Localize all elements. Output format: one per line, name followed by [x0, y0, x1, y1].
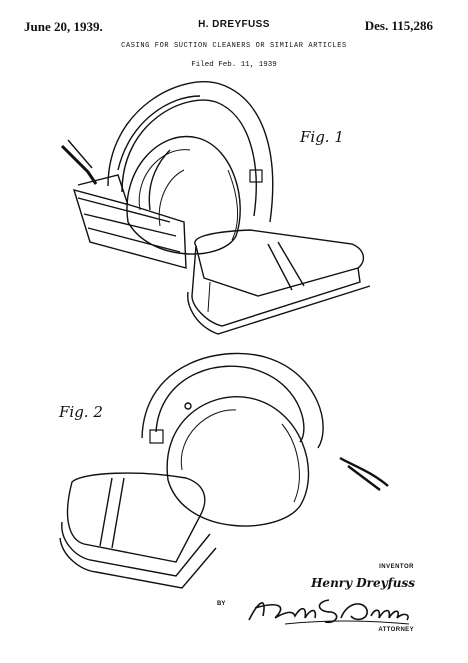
by-label: BY — [217, 601, 226, 607]
figure-2-label: Fig. 2 — [59, 403, 103, 421]
inventor-name: Henry Dreyfuss — [311, 576, 415, 590]
attorney-label: ATTORNEY — [378, 627, 414, 633]
inventor-label: INVENTOR — [379, 564, 414, 570]
patent-date: June 20, 1939. — [24, 19, 103, 34]
filing-date: Filed Feb. 11, 1939 — [191, 61, 277, 69]
attorney-signature — [248, 599, 410, 625]
inventor-header: H. DREYFUSS — [198, 19, 270, 30]
patent-title: CASING FOR SUCTION CLEANERS OR SIMILAR A… — [121, 42, 347, 50]
patent-number: Des. 115,286 — [364, 18, 433, 33]
figure-1-label: Fig. 1 — [300, 128, 344, 146]
